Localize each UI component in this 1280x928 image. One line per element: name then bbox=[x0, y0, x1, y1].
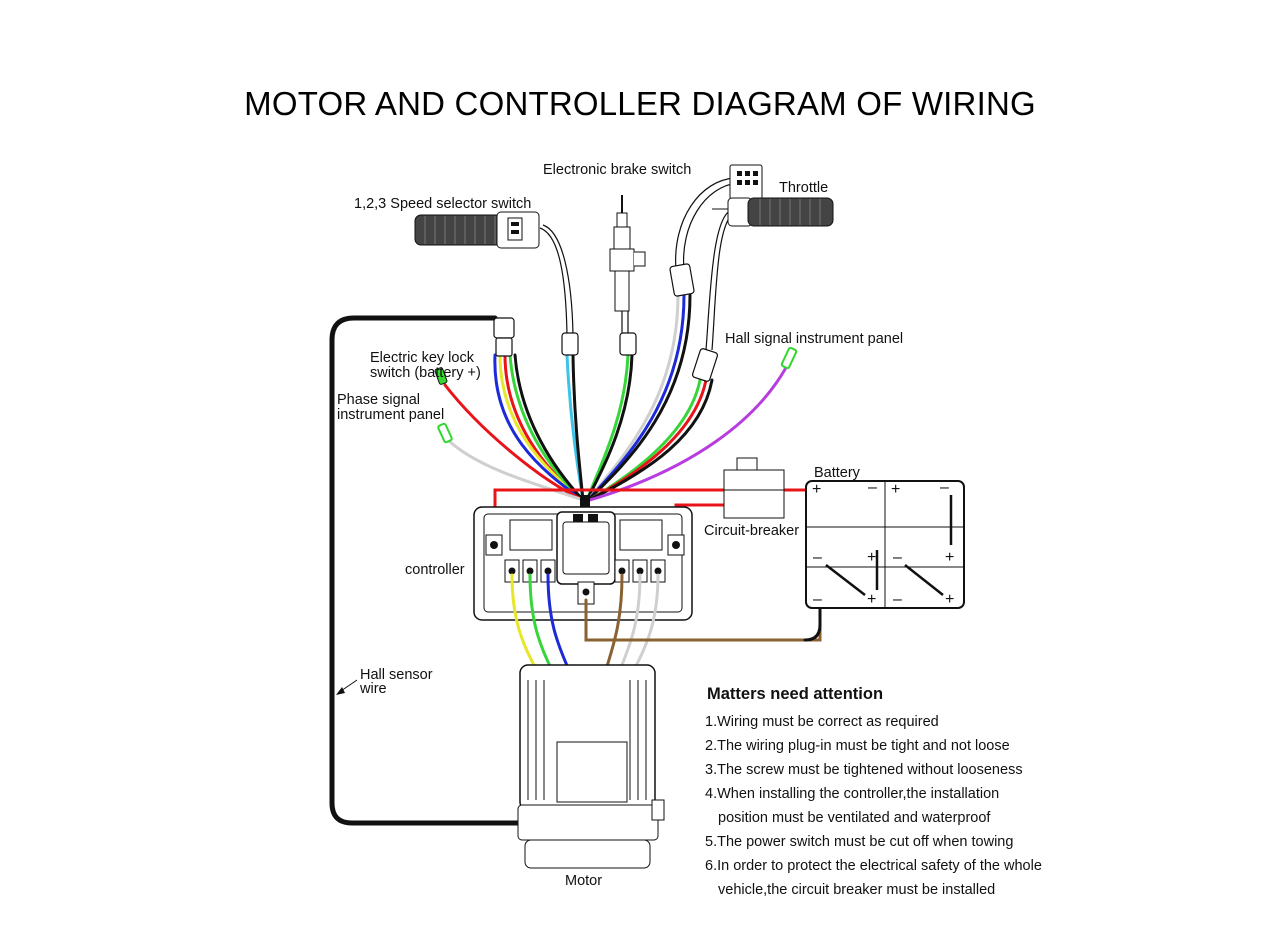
label-key-lock-1: Electric key lock bbox=[370, 350, 475, 366]
svg-text:+: + bbox=[945, 591, 954, 608]
label-throttle: Throttle bbox=[779, 180, 828, 196]
label-motor: Motor bbox=[565, 873, 602, 889]
throttle-grip bbox=[712, 164, 834, 227]
svg-text:–: – bbox=[813, 549, 822, 566]
note-item: 6.In order to protect the electrical saf… bbox=[705, 854, 1125, 902]
svg-text:–: – bbox=[813, 591, 822, 608]
device-cables bbox=[539, 177, 739, 351]
label-circuit-breaker: Circuit-breaker bbox=[704, 523, 799, 539]
svg-text:–: – bbox=[940, 479, 949, 496]
svg-text:+: + bbox=[867, 549, 876, 566]
note-text: 4.When installing the controller,the ins… bbox=[705, 786, 1000, 802]
svg-text:+: + bbox=[867, 591, 876, 608]
notes-heading: Matters need attention bbox=[707, 685, 884, 703]
harness-trunk bbox=[580, 495, 590, 515]
svg-text:+: + bbox=[891, 481, 900, 498]
note-text: 6.In order to protect the electrical saf… bbox=[705, 858, 1042, 874]
svg-text:–: – bbox=[893, 549, 902, 566]
speed-selector-grip bbox=[414, 211, 540, 249]
note-text: 2.The wiring plug-in must be tight and n… bbox=[705, 738, 1010, 754]
connectors bbox=[493, 263, 719, 382]
hall-wire-arrowhead bbox=[336, 687, 345, 695]
battery: + + + + + + – – – – – – bbox=[805, 479, 965, 609]
svg-text:–: – bbox=[868, 479, 877, 496]
label-battery: Battery bbox=[814, 465, 861, 481]
note-item: 3.The screw must be tightened without lo… bbox=[705, 758, 1125, 782]
note-text: 5.The power switch must be cut off when … bbox=[705, 834, 1014, 850]
note-text-cont: vehicle,the circuit breaker must be inst… bbox=[718, 882, 996, 898]
label-hall-wire-2: wire bbox=[359, 681, 387, 697]
hall-sensor-wire bbox=[329, 315, 523, 826]
note-item: 5.The power switch must be cut off when … bbox=[705, 830, 1125, 854]
svg-text:+: + bbox=[945, 549, 954, 566]
label-hall-panel: Hall signal instrument panel bbox=[725, 331, 903, 347]
note-text: 1.Wiring must be correct as required bbox=[705, 714, 939, 730]
label-phase-2: instrument panel bbox=[337, 407, 444, 423]
notes-list: 1.Wiring must be correct as required 2.T… bbox=[705, 710, 1125, 902]
attention-notes: Matters need attention 1.Wiring must be … bbox=[705, 682, 1125, 902]
controller bbox=[473, 506, 693, 621]
signal-plugs bbox=[434, 346, 798, 444]
note-item: 4.When installing the controller,the ins… bbox=[705, 782, 1125, 830]
circuit-breaker bbox=[723, 457, 785, 519]
label-hall-wire-1: Hall sensor bbox=[360, 667, 433, 683]
note-text-cont: position must be ventilated and waterpro… bbox=[718, 810, 991, 826]
brake-switch bbox=[609, 195, 646, 312]
note-item: 2.The wiring plug-in must be tight and n… bbox=[705, 734, 1125, 758]
label-phase-1: Phase signal bbox=[337, 392, 420, 408]
label-brake-switch: Electronic brake switch bbox=[543, 162, 691, 178]
svg-text:–: – bbox=[893, 591, 902, 608]
motor bbox=[517, 664, 665, 869]
note-text: 3.The screw must be tightened without lo… bbox=[705, 762, 1023, 778]
label-key-lock-2: switch (battery +) bbox=[370, 365, 481, 381]
label-controller: controller bbox=[405, 562, 465, 578]
svg-text:+: + bbox=[812, 481, 821, 498]
note-item: 1.Wiring must be correct as required bbox=[705, 710, 1125, 734]
harness-wires bbox=[443, 293, 807, 537]
label-speed-selector: 1,2,3 Speed selector switch bbox=[354, 196, 531, 212]
diagram-title: MOTOR AND CONTROLLER DIAGRAM OF WIRING bbox=[244, 85, 1036, 122]
